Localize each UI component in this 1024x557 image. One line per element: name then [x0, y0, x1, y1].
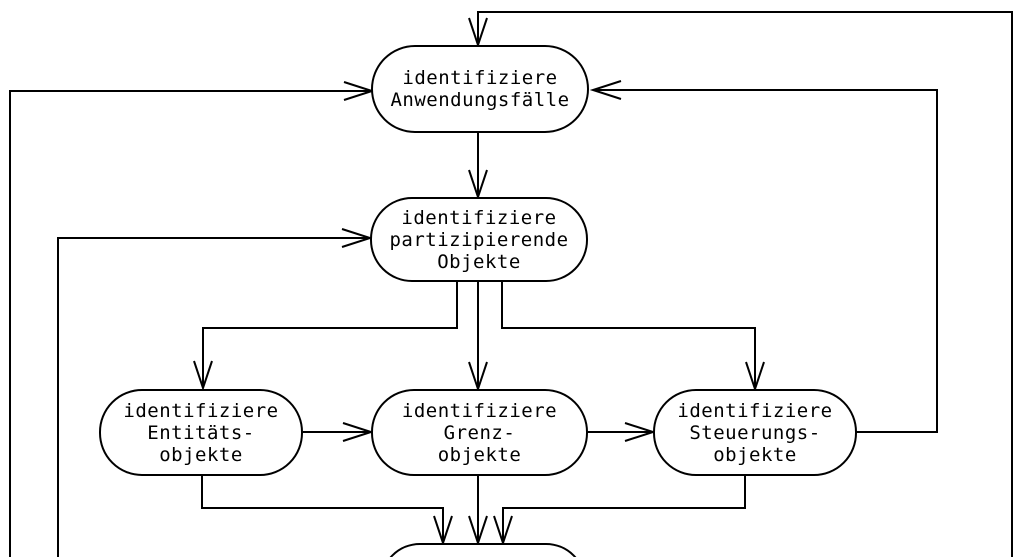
- connector-steuerungs-to-anwendungsfaelle: [589, 80, 938, 433]
- connector-grenz-to-bottom: [468, 476, 488, 547]
- node-identifiziere-partizipierende-objekte: identifiziere partizipierende Objekte: [370, 197, 588, 282]
- connector-grenz-to-steuerungs: [588, 422, 657, 442]
- node-label-grenzobjekte: identifiziere Grenz- objekte: [401, 399, 558, 466]
- connector-entitaets-to-bottom: [201, 476, 453, 547]
- node-identifiziere-grenzobjekte: identifiziere Grenz- objekte: [371, 389, 588, 476]
- connector-partizipierende-to-entitaets: [193, 282, 458, 392]
- node-identifiziere-steuerungsobjekte: identifiziere Steuerungs- objekte: [653, 389, 857, 476]
- connector-partizipierende-to-steuerungs: [501, 282, 765, 393]
- node-label-steuerungsobjekte: identifiziere Steuerungs- objekte: [677, 399, 833, 466]
- connector-steuerungs-to-bottom: [493, 476, 746, 547]
- connector-anwendungsfaelle-to-partizipierende: [468, 133, 488, 201]
- node-bottom-truncated: [380, 543, 586, 557]
- connector-loop-to-anwendungsfaelle-left: [9, 81, 376, 557]
- node-label-entitaetsobjekte: identifiziere Entitäts- objekte: [123, 399, 279, 466]
- connector-entitaets-to-grenz: [303, 422, 375, 442]
- node-identifiziere-entitaetsobjekte: identifiziere Entitäts- objekte: [99, 389, 303, 476]
- connector-partizipierende-to-grenz: [468, 282, 488, 393]
- node-identifiziere-anwendungsfaelle: identifiziere Anwendungsfälle: [371, 45, 589, 133]
- node-label-partizipierende-objekte: identifiziere partizipierende Objekte: [389, 206, 569, 273]
- node-label-anwendungsfaelle: identifiziere Anwendungsfälle: [390, 67, 570, 111]
